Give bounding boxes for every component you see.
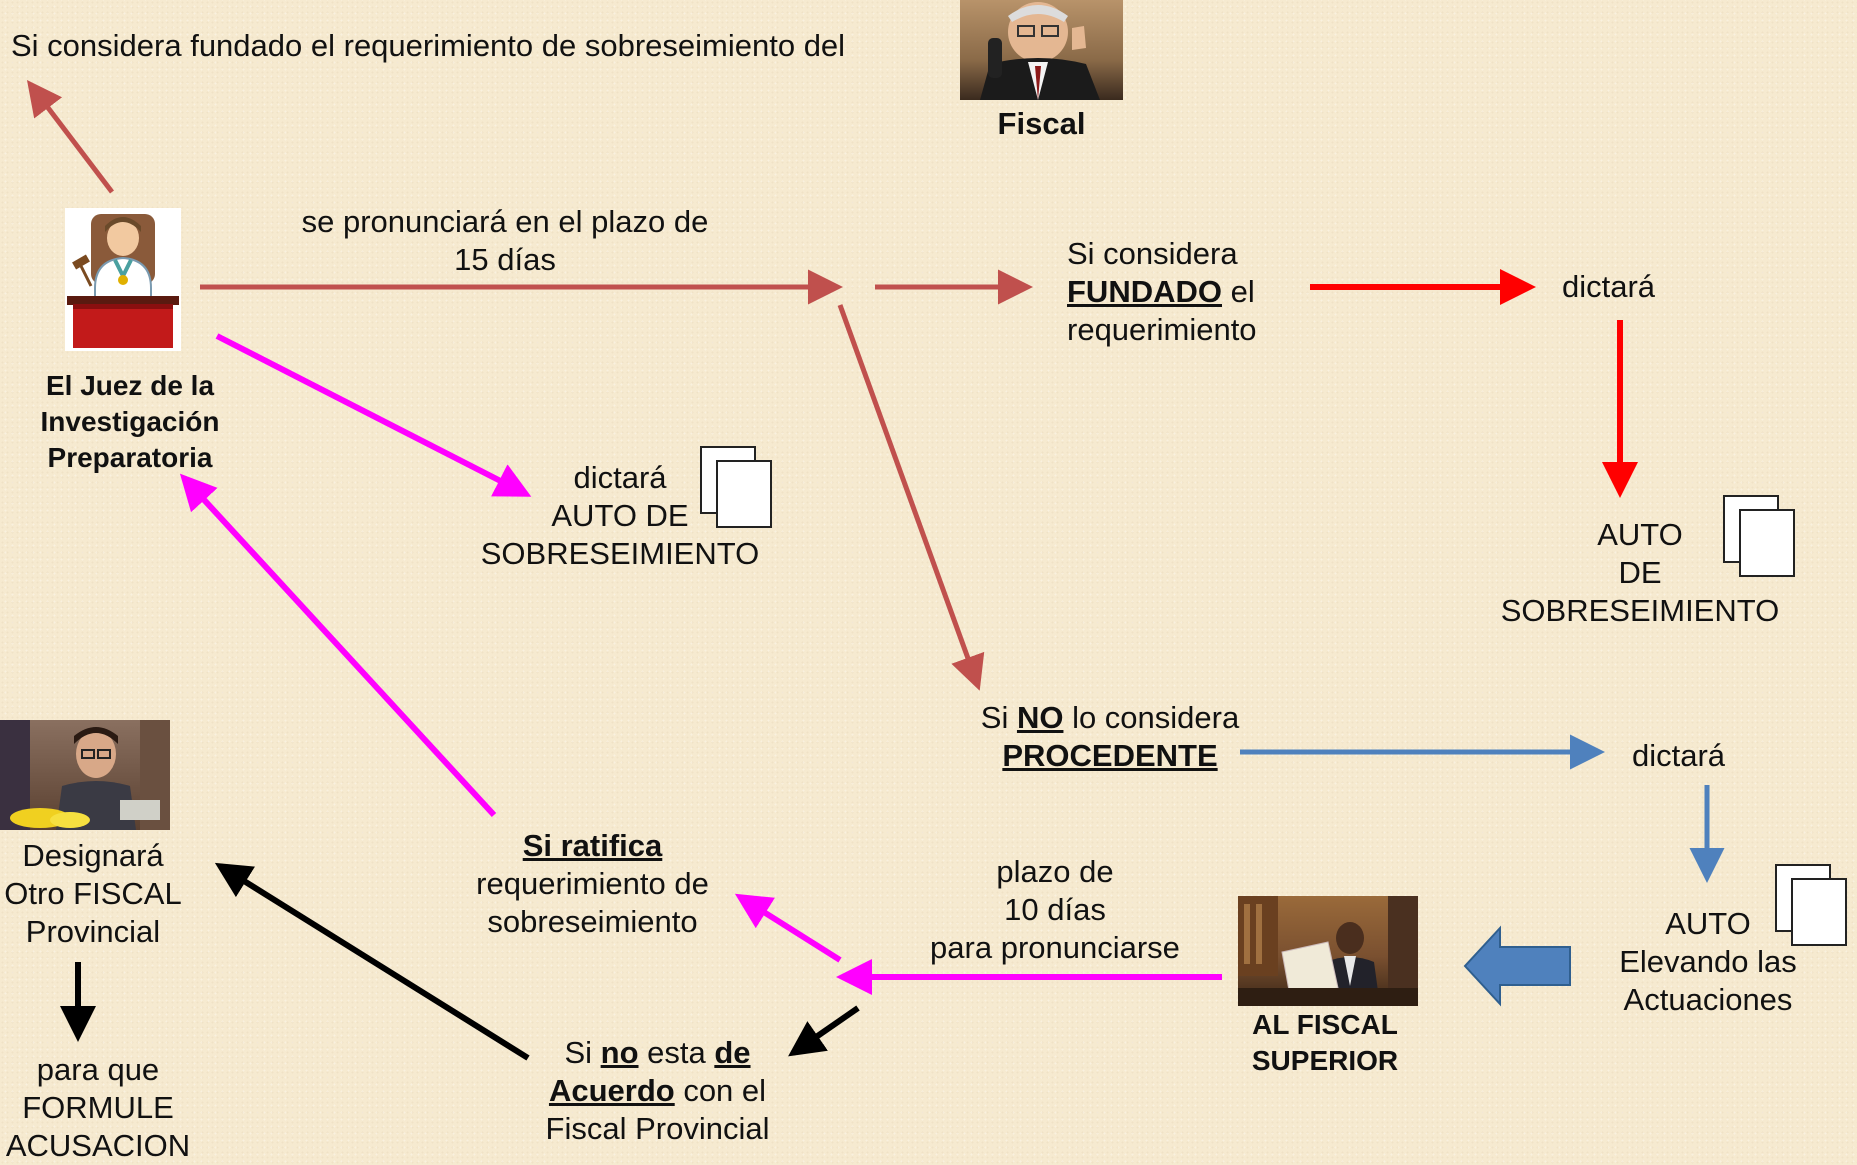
formule-block: para que FORMULE ACUSACION [0,1051,196,1165]
plazo10-line3: para pronunciarse [930,930,1180,965]
auto-elevando-block: AUTO Elevando las Actuaciones [1578,905,1838,1019]
document-icon-middle [700,446,772,528]
fiscal-superior-line1: AL FISCAL [1252,1009,1398,1040]
formule-line1: para que [36,1052,160,1087]
desacuerdo-line1: Si no esta de [510,1034,805,1072]
ratifica-keyword: Si ratifica [522,828,663,863]
desacuerdo-block: Si no esta de Acuerdo con el Fiscal Prov… [510,1034,805,1148]
auto-right-line3: SOBRESEIMIENTO [1500,593,1780,628]
judge-clipart [65,208,181,351]
plazo-10-block: plazo de 10 días para pronunciarse [900,853,1210,967]
fiscal-superior-label: AL FISCAL SUPERIOR [1215,1007,1435,1079]
auto-right-block: AUTO DE SOBRESEIMIENTO [1480,516,1800,630]
plazo10-line1: plazo de [996,854,1114,889]
auto-elevando-line1: AUTO [1665,906,1751,941]
de-keyword: de [714,1035,751,1070]
ratifica-block: Si ratifica requerimiento de sobreseimie… [440,827,745,941]
arrow-juez-dictara [215,333,532,497]
dictara-mid-line3: SOBRESEIMIENTO [480,536,760,571]
desacuerdo-post: con el [674,1073,767,1108]
no-keyword: NO [1016,700,1064,735]
juez-line2: Investigación [40,406,220,437]
juez-line3: Preparatoria [47,442,213,473]
fiscal-photo [960,0,1123,100]
plazo15-line1: se pronunciará en el plazo de [301,204,709,239]
desacuerdo-pre: Si [564,1035,601,1070]
fundado-line2: FUNDADO el [1067,273,1257,311]
no-keyword-lower: no [600,1035,639,1070]
no-procedente-post: lo considera [1063,700,1240,735]
dictara-mid-block: dictará AUTO DE SOBRESEIMIENTO [455,459,785,573]
desacuerdo-mid: esta [638,1035,715,1070]
plazo15-line2: 15 días [454,242,556,277]
arrow-desacuerdo-designara [214,862,530,1061]
auto-right-line2: DE [1618,555,1662,590]
document-icon-elevando [1775,864,1847,946]
procedente-keyword: PROCEDENTE [1002,738,1218,773]
top-requirement-text: Si considera fundado el requerimiento de… [11,28,846,63]
designara-block: Designará Otro FISCAL Provincial [0,837,186,951]
dictara-blue-label: dictará [1632,738,1726,773]
designara-line3: Provincial [25,914,161,949]
arrow-to-desacuerdo [788,1005,860,1057]
auto-right-line1: AUTO [1597,517,1683,552]
desacuerdo-line3: Fiscal Provincial [545,1111,770,1146]
formule-line3: ACUSACION [5,1128,191,1163]
dictara-mid-line2: AUTO DE [551,498,689,533]
arrow-ratifica-juez [179,473,497,818]
juez-label: El Juez de la Investigación Preparatoria [10,368,250,476]
plazo10-line2: 10 días [1004,892,1106,927]
ratifica-line3: sobreseimiento [487,904,698,939]
arrow-to-top-text [26,80,114,194]
formule-line2: FORMULE [22,1090,174,1125]
designara-line2: Otro FISCAL [4,876,182,911]
document-icon-right [1723,495,1795,577]
fundado-keyword: FUNDADO [1067,274,1222,309]
fiscal-superior-line2: SUPERIOR [1251,1045,1399,1076]
designara-line1: Designará [22,838,164,873]
fiscal-label: Fiscal [997,106,1086,141]
dictara-top-label: dictará [1562,269,1656,304]
fundado-line1: Si considera [1067,236,1238,271]
arrow-to-no-procedente [837,304,985,691]
arrow-to-ratifica [734,893,842,963]
fiscal-superior-photo [1238,896,1418,1006]
acuerdo-keyword: Acuerdo [548,1073,675,1108]
juez-line1: El Juez de la [45,370,215,401]
no-procedente-block: Si NO lo considera PROCEDENTE [940,699,1280,775]
fundado-line3: requerimiento [1067,312,1257,347]
auto-elevando-line3: Actuaciones [1623,982,1793,1017]
dictara-mid-line1: dictará [573,460,667,495]
ratifica-line2: requerimiento de [476,866,709,901]
otro-fiscal-photo [0,720,170,830]
fundado-post: el [1222,274,1255,309]
auto-elevando-line2: Elevando las [1619,944,1797,979]
fundado-block: Si considera FUNDADO el requerimiento [1067,235,1257,349]
no-procedente-pre: Si [980,700,1017,735]
desacuerdo-line2: Acuerdo con el [510,1072,805,1110]
no-procedente-line1: Si NO lo considera [940,699,1280,737]
plazo-15-label: se pronunciará en el plazo de 15 días [270,203,740,279]
block-arrow-to-fiscal-superior [1463,925,1571,1007]
